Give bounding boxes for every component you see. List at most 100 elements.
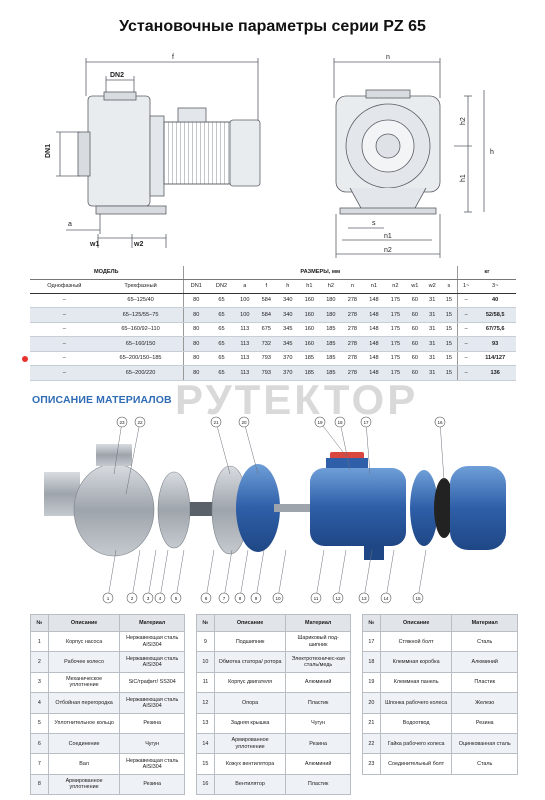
table-cell: 113 <box>234 351 256 366</box>
label-w2: w2 <box>133 241 143 248</box>
table-cell: 15 <box>440 307 458 323</box>
part-number: 7 <box>30 753 49 775</box>
table-cell: – <box>30 293 99 308</box>
table-cell: 148 <box>363 336 385 352</box>
part-material: Алюминий <box>285 753 351 775</box>
table-cell: 278 <box>341 336 364 352</box>
label-n1: n1 <box>384 233 392 240</box>
part-description: Армированное уплотнение <box>47 773 121 796</box>
materials-header-material: Материал <box>285 614 351 632</box>
part-number: 9 <box>196 630 215 653</box>
table-cell: 31 <box>423 351 441 366</box>
callout-number: 23 <box>119 420 125 425</box>
part-material: Алюминий <box>451 651 518 673</box>
table-cell: 65 <box>209 336 235 352</box>
callout-leader <box>159 549 169 599</box>
table-cell: 31 <box>423 336 441 352</box>
table-cell: – <box>456 365 475 381</box>
table-cell: 65–200/150–185 <box>98 351 184 366</box>
callout-circle <box>412 592 424 604</box>
dimensions-column-header: 3~ <box>474 279 516 294</box>
table-cell: 60 <box>406 351 424 366</box>
dimensions-column-header: Однофазный <box>30 279 99 294</box>
part-description: Шпонка рабочего колеса <box>379 692 453 714</box>
label-dn2: DN2 <box>110 72 124 79</box>
callout-leader <box>417 549 427 599</box>
table-cell: 93 <box>474 336 516 352</box>
table-cell: 175 <box>384 351 407 366</box>
table-cell: 31 <box>423 322 441 337</box>
table-cell: 80 <box>182 365 209 381</box>
table-cell: 148 <box>363 293 385 308</box>
materials-header-material: Материал <box>119 614 185 632</box>
callout-number: 18 <box>337 420 343 425</box>
part-material: Сталь <box>451 630 518 653</box>
callout-leader <box>107 549 117 599</box>
callout-number: 11 <box>314 596 319 601</box>
table-cell: 100 <box>234 307 256 323</box>
table-cell: 60 <box>406 336 424 352</box>
materials-header-desc: Описание <box>213 614 287 632</box>
table-cell: 113 <box>234 365 256 381</box>
label-h: h <box>490 149 494 156</box>
table-cell: 60 <box>406 322 424 337</box>
callout-circle <box>272 592 284 604</box>
materials-header-num: № <box>196 614 215 632</box>
callout-circle <box>314 416 326 428</box>
table-cell: 278 <box>341 351 364 366</box>
callout-leader <box>131 549 141 599</box>
part-number: 14 <box>196 732 215 755</box>
front-view <box>333 58 485 258</box>
table-cell: – <box>30 322 99 337</box>
part-number: 8 <box>30 773 49 796</box>
table-cell: 185 <box>320 336 342 352</box>
callout-leader <box>243 421 259 475</box>
table-cell: – <box>30 307 99 323</box>
weight-group-header: кг <box>456 266 516 280</box>
table-cell: 160 <box>298 322 321 337</box>
callout-number: 10 <box>275 596 281 601</box>
table-cell: 584 <box>255 293 278 308</box>
table-cell: 65–200/220 <box>98 365 184 381</box>
table-cell: 15 <box>440 365 458 381</box>
callout-circle <box>360 416 372 428</box>
table-cell: 793 <box>255 365 278 381</box>
part-number: 11 <box>196 671 215 694</box>
part-number: 19 <box>362 671 381 694</box>
callout-number: 15 <box>415 596 421 601</box>
dimensions-column-header: DN1 <box>182 279 209 294</box>
label-dn1: DN1 <box>45 144 52 158</box>
table-cell: 136 <box>474 365 516 381</box>
table-cell: 67/75,6 <box>474 322 516 337</box>
part-material: Резина <box>119 712 185 734</box>
callout-leader <box>277 549 287 599</box>
part-material: Чугун <box>285 712 351 734</box>
callout-number: 14 <box>383 596 389 601</box>
table-cell: 52/58,5 <box>474 307 516 323</box>
part-material: Сталь <box>451 753 518 775</box>
model-group-header: МОДЕЛЬ <box>30 266 184 280</box>
table-cell: 31 <box>423 293 441 308</box>
table-cell: 732 <box>255 336 278 352</box>
part-description: Вентилятор <box>213 773 287 796</box>
table-cell: 80 <box>182 307 209 323</box>
table-cell: 65 <box>209 351 235 366</box>
table-cell: 185 <box>298 365 321 381</box>
fan-cover-part <box>450 466 506 550</box>
table-cell: – <box>456 336 475 352</box>
part-description: Армированное уплотнение <box>213 732 287 755</box>
dimensions-column-header: w2 <box>423 279 441 294</box>
table-cell: 278 <box>341 365 364 381</box>
part-material: Нержавеющая сталь AISI304 <box>119 651 185 673</box>
table-cell: 60 <box>406 365 424 381</box>
